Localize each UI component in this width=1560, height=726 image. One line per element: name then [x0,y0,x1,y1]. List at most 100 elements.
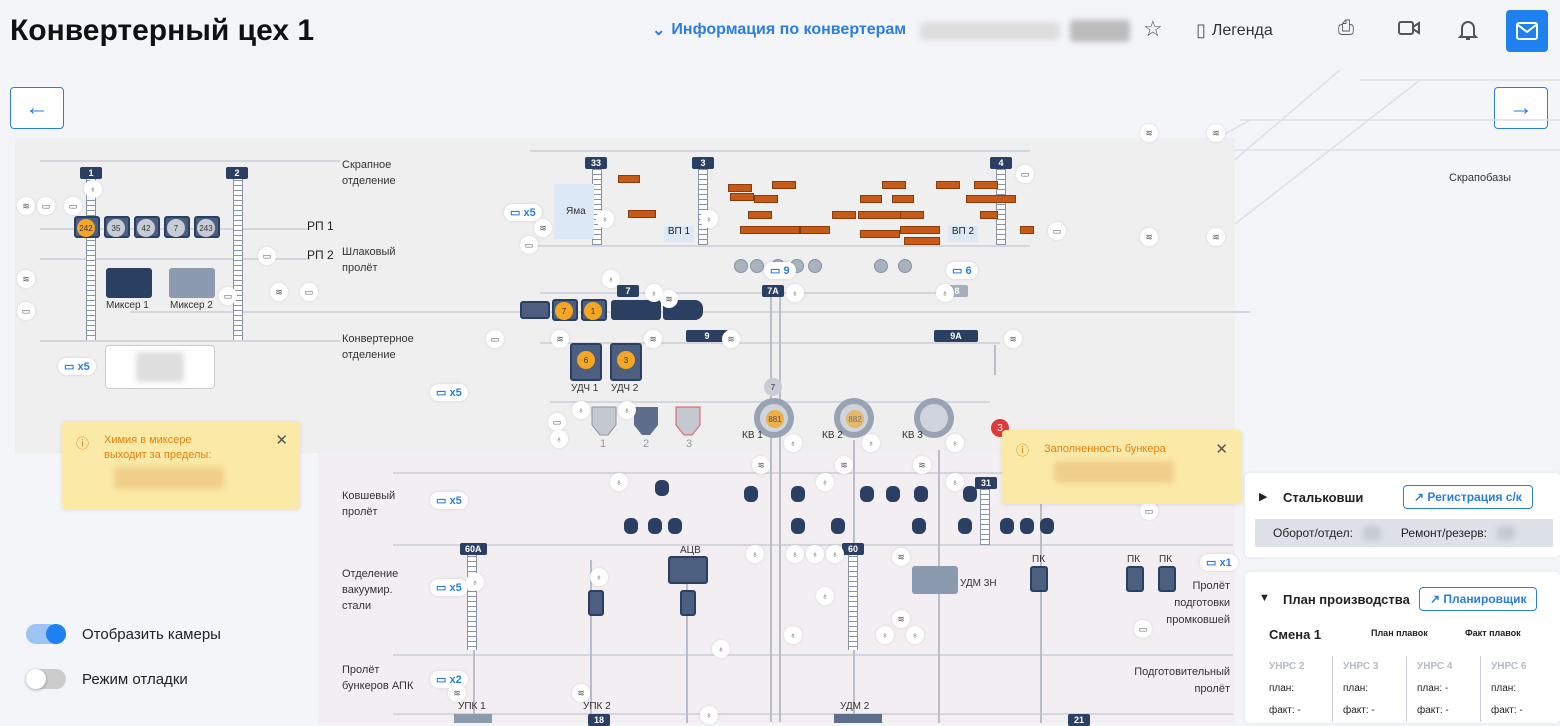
steel-ladle[interactable] [958,518,972,534]
crane-tag[interactable]: 3 [692,157,714,169]
wifi-icon[interactable]: ≋ [1207,228,1225,246]
mail-button[interactable] [1506,10,1548,52]
rfid-reader-icon[interactable]: ▭ [1134,620,1152,638]
udch-1[interactable]: 6 [570,343,602,381]
steel-ladle[interactable] [668,518,682,534]
scrap-box[interactable] [728,184,752,192]
close-icon[interactable]: ✕ [275,432,288,449]
unit-pk[interactable] [1158,566,1176,592]
steel-ladle[interactable] [791,486,805,502]
ladle-slot[interactable] [874,259,888,273]
scrap-box[interactable] [860,195,882,203]
camera-group-badge[interactable]: ▭ x5 [58,358,96,375]
collapse-down-icon[interactable]: ▼ [1259,592,1270,604]
scrap-box[interactable] [800,226,830,234]
wifi-icon[interactable]: ≋ [572,684,590,702]
sensor-icon[interactable]: ♁ [712,640,730,658]
steel-ladle[interactable] [912,518,926,534]
wifi-icon[interactable]: ≋ [892,610,910,628]
unit-upk2-car[interactable] [588,590,604,616]
rfid-reader-icon[interactable]: ▭ [258,247,276,265]
steel-ladle[interactable] [648,518,662,534]
unit-acv[interactable] [668,556,708,584]
camera-icon[interactable]: ▭ [300,283,318,301]
camera-group-badge[interactable]: ▭ x5 [430,579,468,596]
mixer-2[interactable] [169,268,215,298]
sensor-icon[interactable]: ♁ [610,473,628,491]
camera-icon[interactable]: ▭ [486,330,504,348]
sensor-icon[interactable]: ♁ [862,434,880,452]
unit-upk1[interactable] [454,714,492,723]
crane-tag[interactable]: 4 [990,157,1012,169]
unit-pk[interactable] [1126,566,1144,592]
wifi-icon[interactable]: ≋ [551,330,569,348]
steel-ladle[interactable] [1040,518,1054,534]
camera-group-badge[interactable]: ▭ x5 [430,384,468,401]
sensor-icon[interactable]: ♁ [700,706,718,724]
sensor-icon[interactable]: ♁ [806,545,824,563]
steel-ladle[interactable] [1020,518,1034,534]
sensor-icon[interactable]: ♁ [602,270,620,288]
wifi-icon[interactable]: ≋ [722,330,740,348]
sensor-icon[interactable]: ♁ [466,573,484,591]
scrap-box[interactable] [730,193,754,201]
camera-group-badge[interactable]: ▭ x5 [504,204,542,221]
wifi-icon[interactable]: ≋ [835,456,853,474]
sensor-icon[interactable]: ♁ [816,473,834,491]
scrap-box[interactable] [628,210,656,218]
crane-tag[interactable]: 60А [460,543,487,555]
unit-pk[interactable] [1030,566,1048,592]
steel-ladle[interactable] [914,486,928,502]
camera-icon[interactable] [1398,20,1420,36]
rfid-reader-icon[interactable]: ▭ [1016,165,1034,183]
wifi-icon[interactable]: ≋ [913,456,931,474]
sensor-icon[interactable]: ♁ [596,210,614,228]
ladle-badge[interactable]: 7 [555,302,573,320]
wifi-icon[interactable]: ≋ [534,219,552,237]
wifi-icon[interactable]: ≋ [644,330,662,348]
scrap-box[interactable] [966,195,1016,203]
wifi-icon[interactable]: ≋ [660,290,678,308]
wifi-icon[interactable]: ≋ [1207,124,1225,142]
scrap-box[interactable] [904,237,940,245]
register-ladle-button[interactable]: ↗ Регистрация с/к [1403,485,1533,509]
scrap-box[interactable] [618,175,640,183]
ladle-slot[interactable] [898,259,912,273]
sensor-icon[interactable]: ♁ [590,568,608,586]
ladle-slot[interactable] [750,259,764,273]
scrap-box[interactable] [900,211,924,219]
crane-tag[interactable]: 31 [975,477,997,489]
steel-ladle[interactable] [744,486,758,502]
crane-tag[interactable]: 7А [762,285,784,297]
mixer-1[interactable] [106,268,152,298]
scrap-box[interactable] [974,181,998,189]
sensor-icon[interactable]: ♁ [618,401,636,419]
scrap-box[interactable] [980,211,998,219]
sensor-icon[interactable]: ♁ [826,545,844,563]
crane-tag[interactable]: 2 [226,167,248,179]
converter-info-dropdown[interactable]: ⌄Информация по конвертерам [652,21,907,39]
converter-kv1[interactable]: 881 [754,398,794,438]
sensor-icon[interactable]: ♁ [816,587,834,605]
camera-icon[interactable]: ▭ [1048,222,1066,240]
crane-tag[interactable]: 9 [686,330,728,342]
wifi-icon[interactable]: ≋ [892,548,910,566]
sensor-icon[interactable]: ♁ [936,284,954,302]
sensor-icon[interactable]: ♁ [946,473,964,491]
steel-ladle[interactable] [860,486,874,502]
debug-mode-toggle[interactable]: Режим отладки [26,669,256,691]
rfid-reader-icon[interactable]: ▭ [37,197,55,215]
unit-udm3n[interactable] [912,566,958,594]
forward-button[interactable]: → [1494,87,1548,129]
camera-icon[interactable]: ▭ [548,413,566,431]
ladle-slot[interactable] [734,259,748,273]
scrap-box[interactable] [754,195,778,203]
sensor-icon[interactable]: ♁ [572,401,590,419]
converter-kv2[interactable]: 882 [834,398,874,438]
ladle-badge[interactable]: 243 [197,219,215,237]
converter-kv3[interactable] [914,398,954,438]
crane-tag[interactable]: 7 [617,285,639,297]
crane-tag[interactable]: 33 [585,157,607,169]
crane-tag[interactable]: 18 [588,714,610,726]
wifi-icon[interactable]: ≋ [1140,228,1158,246]
